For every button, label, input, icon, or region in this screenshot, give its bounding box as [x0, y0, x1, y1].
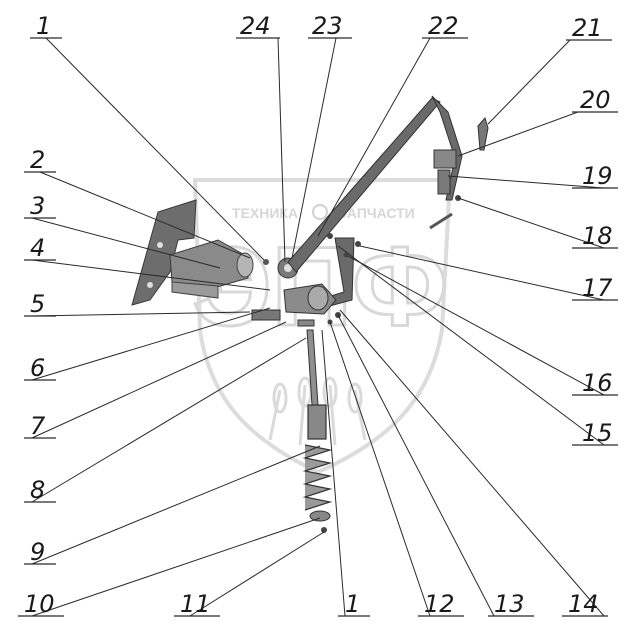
- gear-icon: [312, 204, 328, 220]
- callout-12: 12: [424, 590, 455, 618]
- callout-21: 21: [572, 14, 603, 42]
- callout-23: 23: [312, 12, 343, 40]
- callout-7: 7: [30, 412, 46, 440]
- callout-6: 6: [30, 354, 45, 382]
- callout-4: 4: [30, 234, 45, 262]
- callout-1-bottom: 1: [345, 590, 360, 618]
- watermark-text-right: ЗАПЧАСТИ: [338, 205, 415, 221]
- callout-11: 11: [180, 590, 211, 618]
- upper-bracket: [431, 95, 463, 201]
- callout-10: 10: [24, 590, 55, 618]
- callout-9: 9: [30, 538, 45, 566]
- leader-lines: [31, 37, 605, 617]
- spring: [302, 404, 333, 511]
- callout-24: 24: [240, 12, 271, 40]
- callout-1-top: 1: [36, 12, 51, 40]
- callout-13: 13: [494, 590, 525, 618]
- callout-20: 20: [580, 86, 611, 114]
- mounting-bracket: [131, 199, 197, 306]
- callout-19: 19: [582, 162, 613, 190]
- lower-lever: [171, 281, 219, 299]
- watermark-text-left: ТЕХНИКА: [232, 205, 298, 221]
- pin-21: [477, 116, 489, 151]
- long-lever-arm: [287, 97, 441, 273]
- callout-5: 5: [30, 290, 45, 318]
- callout-2: 2: [30, 146, 45, 174]
- callout-14: 14: [568, 590, 599, 618]
- callout-22: 22: [428, 12, 459, 40]
- callout-3: 3: [30, 192, 45, 220]
- callout-16: 16: [582, 369, 613, 397]
- callout-15: 15: [582, 419, 613, 447]
- callout-18: 18: [582, 222, 613, 250]
- callout-8: 8: [30, 476, 45, 504]
- callout-17: 17: [582, 274, 613, 302]
- mechanism-assembly: [131, 95, 489, 533]
- callout-labels: 1 24 23 22 21 20 19 18 17 16 15 2 3 4 5 …: [18, 12, 618, 618]
